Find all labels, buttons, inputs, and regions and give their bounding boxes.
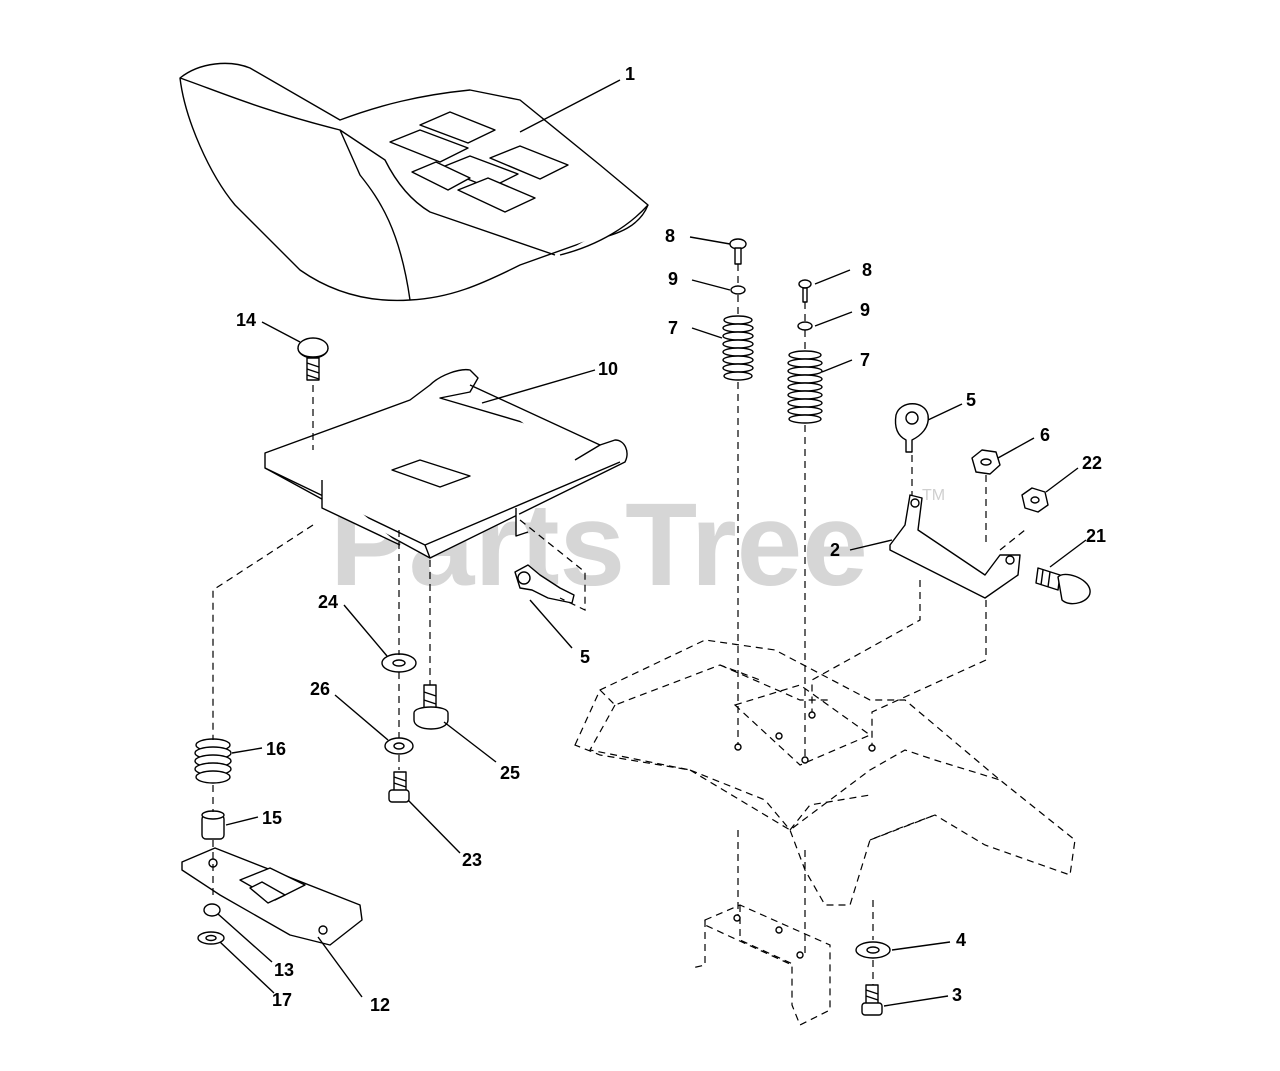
washer-17-part[interactable] xyxy=(197,931,225,945)
callout-12: 12 xyxy=(370,995,390,1015)
washer-9-left-part[interactable] xyxy=(730,285,746,295)
bolt-23-part[interactable] xyxy=(388,771,410,803)
bushing-15-part[interactable] xyxy=(201,810,225,840)
seat-grip-pads xyxy=(389,111,569,213)
base-mount-bracket xyxy=(691,904,831,1026)
callout-5-left: 5 xyxy=(580,647,590,667)
callout-5-right: 5 xyxy=(966,390,976,410)
callout-14: 14 xyxy=(236,310,256,330)
callout-16: 16 xyxy=(266,739,286,759)
callout-22: 22 xyxy=(1082,453,1102,473)
callout-8-right: 8 xyxy=(862,260,872,280)
watermark-trademark: TM xyxy=(922,487,945,504)
seat-pan-part[interactable] xyxy=(264,368,628,559)
pin-8-right-part[interactable] xyxy=(798,279,812,303)
spring-7-right-part[interactable] xyxy=(787,350,823,424)
callout-26: 26 xyxy=(310,679,330,699)
fender-chassis xyxy=(574,639,1076,906)
callout-7-left: 7 xyxy=(668,318,678,338)
slide-rail-12-part[interactable] xyxy=(181,847,363,946)
nut-22-part[interactable] xyxy=(1021,487,1049,513)
callout-labels: 1 10 14 5 24 26 25 23 16 15 13 12 17 8 9… xyxy=(236,64,1106,1015)
seat-part[interactable] xyxy=(179,62,649,302)
callout-15: 15 xyxy=(262,808,282,828)
knob-5-right-part[interactable] xyxy=(894,403,929,453)
callout-17: 17 xyxy=(272,990,292,1010)
callout-10: 10 xyxy=(598,359,618,379)
callout-25: 25 xyxy=(500,763,520,783)
bolt-21-part[interactable] xyxy=(1035,567,1091,605)
pin-8-left-part[interactable] xyxy=(729,238,747,265)
washer-24-part[interactable] xyxy=(381,653,417,673)
callout-13: 13 xyxy=(274,960,294,980)
nut-6-part[interactable] xyxy=(971,449,1001,475)
bolt-25-part[interactable] xyxy=(413,684,449,730)
washer-9-right-part[interactable] xyxy=(797,321,813,331)
callout-9-left: 9 xyxy=(668,269,678,289)
spring-7-left-part[interactable] xyxy=(722,315,754,381)
callout-21: 21 xyxy=(1086,526,1106,546)
leader-lines xyxy=(217,79,1087,1007)
callout-7-right: 7 xyxy=(860,350,870,370)
callout-23: 23 xyxy=(462,850,482,870)
callout-4: 4 xyxy=(956,930,966,950)
callout-1: 1 xyxy=(625,64,635,84)
washer-26-part[interactable] xyxy=(384,737,414,755)
bracket-2-part[interactable] xyxy=(889,494,1021,599)
spring-16-part[interactable] xyxy=(194,738,232,784)
bolt-14-part[interactable] xyxy=(297,337,329,381)
callout-9-right: 9 xyxy=(860,300,870,320)
bolt-3-part[interactable] xyxy=(861,984,883,1016)
callout-24: 24 xyxy=(318,592,338,612)
assembly-lines xyxy=(212,264,1026,985)
callout-6: 6 xyxy=(1040,425,1050,445)
bushing-13-part[interactable] xyxy=(203,903,221,917)
washer-4-part[interactable] xyxy=(855,941,891,959)
callout-2: 2 xyxy=(830,540,840,560)
callout-3: 3 xyxy=(952,985,962,1005)
knob-5-left-part[interactable] xyxy=(514,564,575,604)
callout-8-left: 8 xyxy=(665,226,675,246)
